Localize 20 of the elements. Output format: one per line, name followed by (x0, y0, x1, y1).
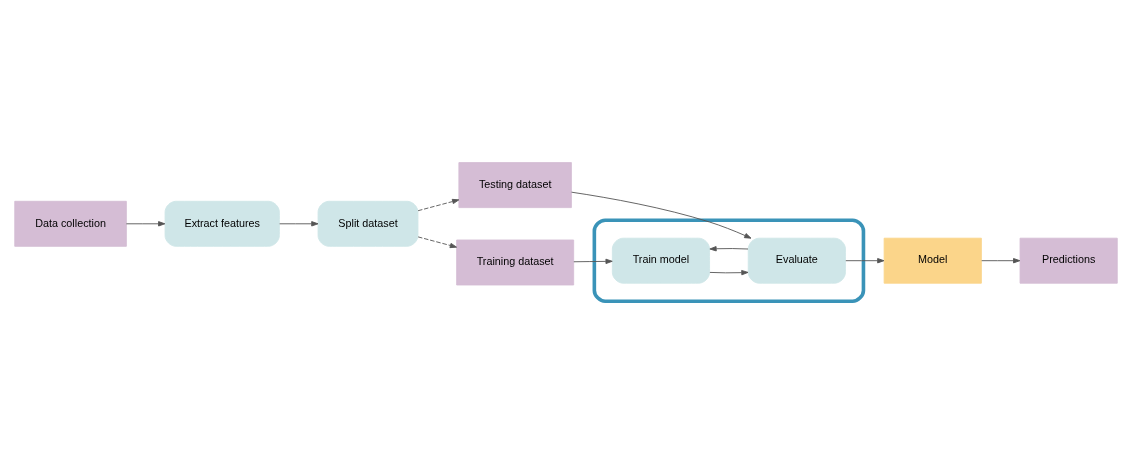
arrow (417, 236, 457, 249)
node-box: Data collection (14, 200, 127, 247)
node-box: Predictions (1019, 237, 1118, 284)
node-box: Training dataset (456, 239, 575, 286)
arrow (709, 270, 749, 276)
arrow (417, 198, 460, 212)
arrow (709, 246, 749, 252)
node-box: Extract features (164, 200, 280, 247)
node-box: Train model (611, 237, 710, 284)
node-box: Evaluate (747, 237, 846, 284)
arrow (279, 221, 319, 227)
node-box: Testing dataset (458, 162, 572, 209)
cluster (592, 218, 866, 303)
arrow (573, 258, 613, 265)
arrow (125, 221, 166, 227)
arrow (571, 191, 752, 239)
arrow (981, 258, 1021, 264)
node-box: Model (883, 237, 982, 284)
arrow (845, 258, 885, 264)
node-box: Split dataset (317, 200, 419, 247)
